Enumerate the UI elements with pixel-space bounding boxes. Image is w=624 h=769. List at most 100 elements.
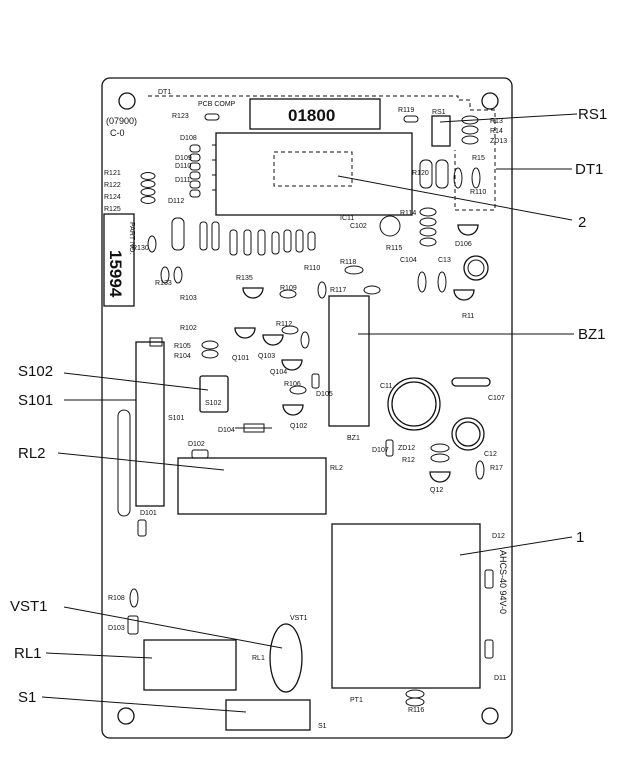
svg-text:Q101: Q101 bbox=[232, 355, 249, 362]
c11-capacitor bbox=[387, 377, 441, 431]
s1-body bbox=[225, 699, 311, 731]
svg-text:C104: C104 bbox=[400, 257, 417, 264]
svg-text:D11: D11 bbox=[494, 675, 506, 682]
svg-text:D110: D110 bbox=[175, 163, 191, 170]
rs1-body bbox=[431, 115, 451, 147]
lower-right-cluster: D107 ZD12 R12 Q12 R17 bbox=[372, 439, 503, 494]
pt1-body bbox=[331, 523, 481, 689]
ic11-pins bbox=[212, 144, 216, 191]
mounting-hole-bl bbox=[117, 707, 135, 725]
svg-text:D12: D12 bbox=[492, 533, 505, 540]
svg-text:R15: R15 bbox=[472, 155, 485, 162]
svg-text:R108: R108 bbox=[108, 595, 125, 602]
part-number: 15994 bbox=[106, 250, 125, 298]
svg-text:R112: R112 bbox=[276, 321, 292, 328]
callout-vst1: VST1 bbox=[10, 598, 48, 615]
rev-code: C-0 bbox=[110, 128, 125, 138]
svg-text:R12: R12 bbox=[402, 457, 415, 464]
svg-text:R105: R105 bbox=[174, 343, 191, 350]
r121-r125-group: R121 R122 R124 R125 bbox=[104, 170, 156, 213]
svg-text:R115: R115 bbox=[386, 245, 402, 252]
rl2-body bbox=[177, 457, 327, 515]
svg-text:ZD12: ZD12 bbox=[398, 445, 415, 452]
svg-text:R14: R14 bbox=[490, 128, 503, 135]
svg-text:Q104: Q104 bbox=[270, 369, 287, 376]
svg-text:VST1: VST1 bbox=[290, 615, 308, 622]
r119-body bbox=[403, 115, 419, 123]
svg-text:C13: C13 bbox=[438, 257, 451, 264]
dt1-dashed-outline bbox=[148, 95, 496, 211]
svg-text:R13: R13 bbox=[490, 118, 503, 125]
svg-text:R110: R110 bbox=[304, 265, 320, 272]
svg-text:ZD13: ZD13 bbox=[490, 138, 507, 145]
svg-text:R124: R124 bbox=[104, 194, 121, 201]
ic11-label: IC11 bbox=[340, 215, 354, 222]
svg-text:R133: R133 bbox=[155, 280, 172, 287]
r801-long bbox=[117, 409, 131, 517]
callout-s102: S102 bbox=[18, 363, 53, 380]
rl1-body bbox=[143, 639, 237, 691]
callout-rs1: RS1 bbox=[578, 106, 607, 123]
part-label: PART NO. bbox=[128, 222, 135, 254]
callout-2: 2 bbox=[578, 214, 586, 231]
svg-text:R11: R11 bbox=[462, 313, 474, 320]
r13-r14-group: R13 R14 ZD13 bbox=[461, 115, 507, 145]
right-cluster: R120 C102 R114 R115 C104 D106 C13 R11 R1… bbox=[350, 155, 489, 320]
svg-text:R103: R103 bbox=[180, 295, 197, 302]
svg-text:PT1: PT1 bbox=[350, 697, 363, 704]
resistor-row-below-ic bbox=[171, 217, 316, 256]
s102-body bbox=[199, 375, 229, 413]
svg-text:R114: R114 bbox=[400, 210, 416, 217]
svg-text:R122: R122 bbox=[104, 182, 121, 189]
dt1-small-label: DT1 bbox=[158, 89, 171, 96]
r123-body bbox=[204, 113, 220, 121]
mounting-hole-tr bbox=[481, 92, 499, 110]
svg-text:C107: C107 bbox=[488, 395, 505, 402]
board-outline bbox=[101, 77, 513, 739]
pcb-comp-label: PCB COMP bbox=[198, 101, 236, 108]
callout-rl2: RL2 bbox=[18, 445, 46, 462]
callout-s1: S1 bbox=[18, 689, 36, 706]
c12-capacitor bbox=[451, 417, 485, 451]
callout-s101: S101 bbox=[18, 392, 53, 409]
svg-text:R121: R121 bbox=[104, 170, 121, 177]
mounting-hole-tl bbox=[118, 92, 136, 110]
svg-text:R102: R102 bbox=[180, 325, 197, 332]
svg-text:BZ1: BZ1 bbox=[347, 435, 360, 442]
svg-text:S101: S101 bbox=[168, 415, 184, 422]
leader-1 bbox=[459, 536, 573, 556]
svg-text:D102: D102 bbox=[188, 441, 205, 448]
r123-label: R123 bbox=[172, 113, 189, 120]
leader-s102 bbox=[63, 372, 209, 391]
callout-bz1: BZ1 bbox=[578, 326, 606, 343]
svg-text:C102: C102 bbox=[350, 223, 367, 230]
svg-text:RL1: RL1 bbox=[252, 655, 265, 662]
svg-text:D105: D105 bbox=[316, 391, 333, 398]
rs1-small-label: RS1 bbox=[432, 109, 446, 116]
display-code: 01800 bbox=[288, 106, 335, 125]
callout-dt1: DT1 bbox=[575, 161, 603, 178]
svg-text:S1: S1 bbox=[318, 723, 327, 730]
r108-d103-group: R108 D103 bbox=[108, 588, 139, 635]
svg-text:RL2: RL2 bbox=[330, 465, 343, 472]
svg-text:D106: D106 bbox=[455, 241, 472, 248]
svg-text:R116: R116 bbox=[408, 707, 424, 714]
svg-text:D112: D112 bbox=[168, 198, 184, 205]
svg-text:R110: R110 bbox=[470, 189, 486, 196]
ic11-inner-dashed bbox=[273, 151, 353, 187]
r130-r133-group: R130 R133 R103 R102 bbox=[132, 235, 197, 332]
d104-label: D104 bbox=[218, 427, 235, 434]
callout-rl1: RL1 bbox=[14, 645, 42, 662]
leader-rl2 bbox=[57, 452, 225, 471]
date-code: (07900) bbox=[106, 116, 137, 126]
mounting-hole-br bbox=[481, 707, 499, 725]
svg-text:R106: R106 bbox=[284, 381, 301, 388]
s101-body bbox=[135, 341, 165, 507]
ic11-body bbox=[215, 132, 413, 216]
svg-text:R109: R109 bbox=[280, 285, 297, 292]
svg-text:D101: D101 bbox=[140, 510, 157, 517]
part-number-box bbox=[103, 213, 135, 307]
approval-text: AHCS-40 94V-0 bbox=[498, 550, 508, 614]
diode-column: D108 D109 D110 D111 D112 bbox=[168, 135, 201, 205]
svg-text:R135: R135 bbox=[236, 275, 253, 282]
